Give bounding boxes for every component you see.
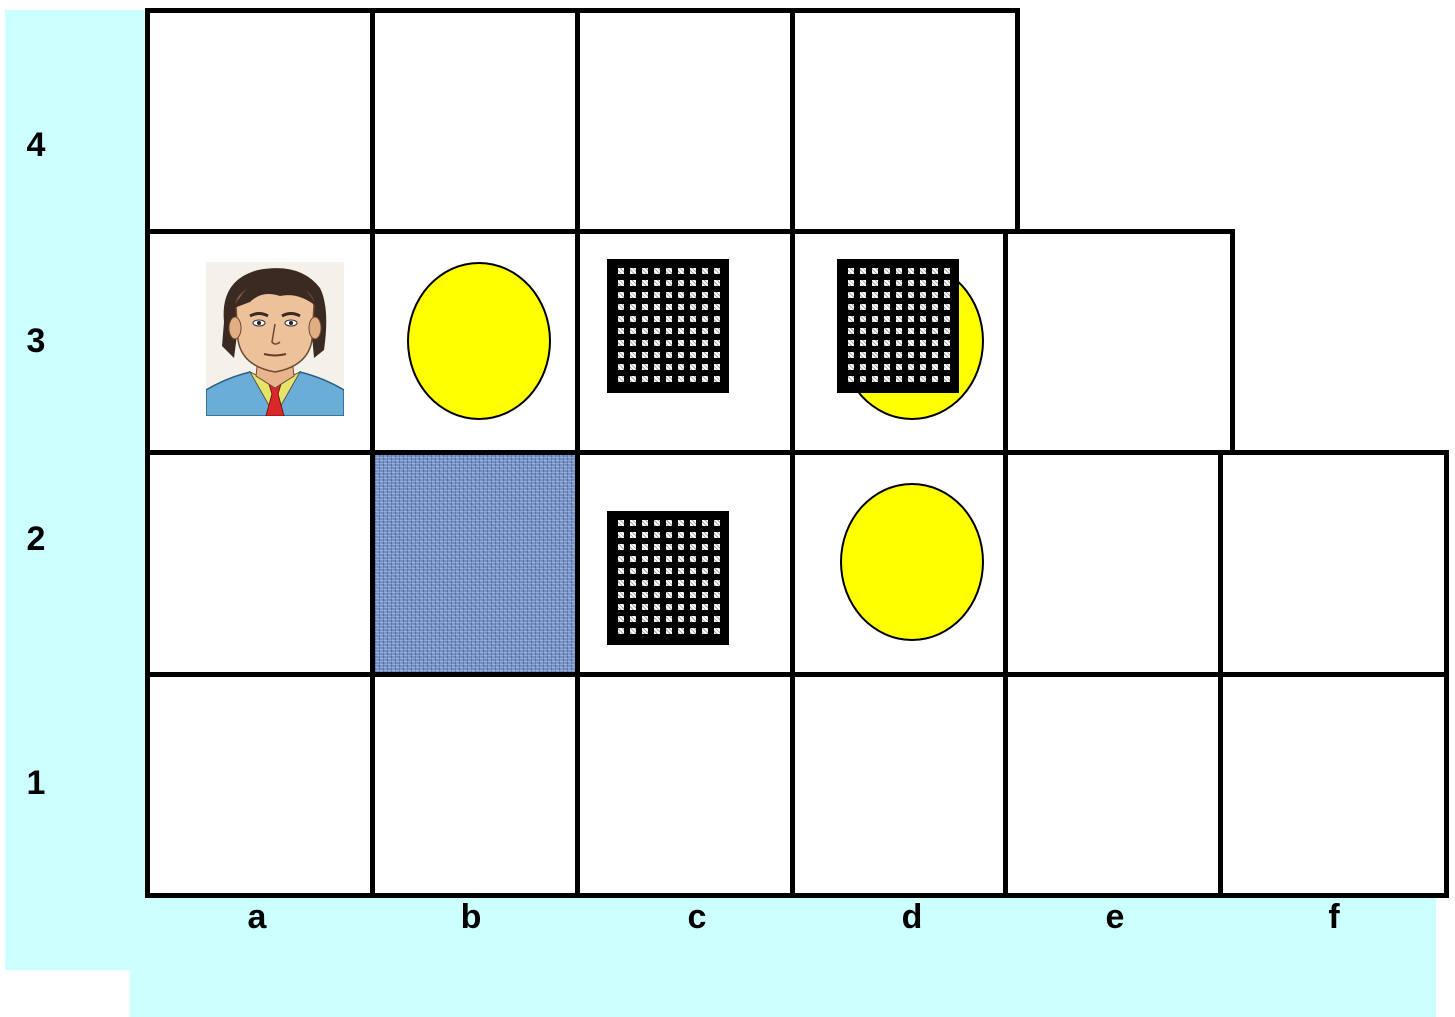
column-label-f: f xyxy=(1304,900,1364,934)
square-f1[interactable] xyxy=(1218,672,1449,898)
row-label-4: 4 xyxy=(24,128,48,162)
coin-b3 xyxy=(407,262,551,420)
square-a1[interactable] xyxy=(145,672,377,898)
square-d1[interactable] xyxy=(790,672,1010,898)
row-label-2: 2 xyxy=(24,522,48,556)
square-e1[interactable] xyxy=(1003,672,1227,898)
square-a4[interactable] xyxy=(145,8,377,234)
square-e2[interactable] xyxy=(1003,450,1227,679)
column-label-e: e xyxy=(1085,900,1145,934)
square-a2[interactable] xyxy=(145,450,377,679)
square-d4[interactable] xyxy=(790,8,1020,234)
square-e3[interactable] xyxy=(1003,229,1235,457)
crate-c3 xyxy=(607,259,729,393)
coin-d2 xyxy=(840,483,984,641)
square-b1[interactable] xyxy=(370,672,582,898)
square-c4[interactable] xyxy=(575,8,797,234)
square-f2[interactable] xyxy=(1218,450,1449,679)
crate-c2 xyxy=(607,511,729,645)
row-label-3: 3 xyxy=(24,324,48,358)
column-label-d: d xyxy=(882,900,942,934)
man-portrait-icon xyxy=(206,262,344,416)
row-label-1: 1 xyxy=(24,766,48,800)
square-b2[interactable] xyxy=(370,450,582,679)
column-label-a: a xyxy=(227,900,287,934)
crate-d3 xyxy=(837,259,959,393)
column-label-c: c xyxy=(667,900,727,934)
column-label-b: b xyxy=(441,900,501,934)
side-panel-bottom xyxy=(130,890,1436,1017)
square-c1[interactable] xyxy=(575,672,797,898)
square-b4[interactable] xyxy=(370,8,582,234)
